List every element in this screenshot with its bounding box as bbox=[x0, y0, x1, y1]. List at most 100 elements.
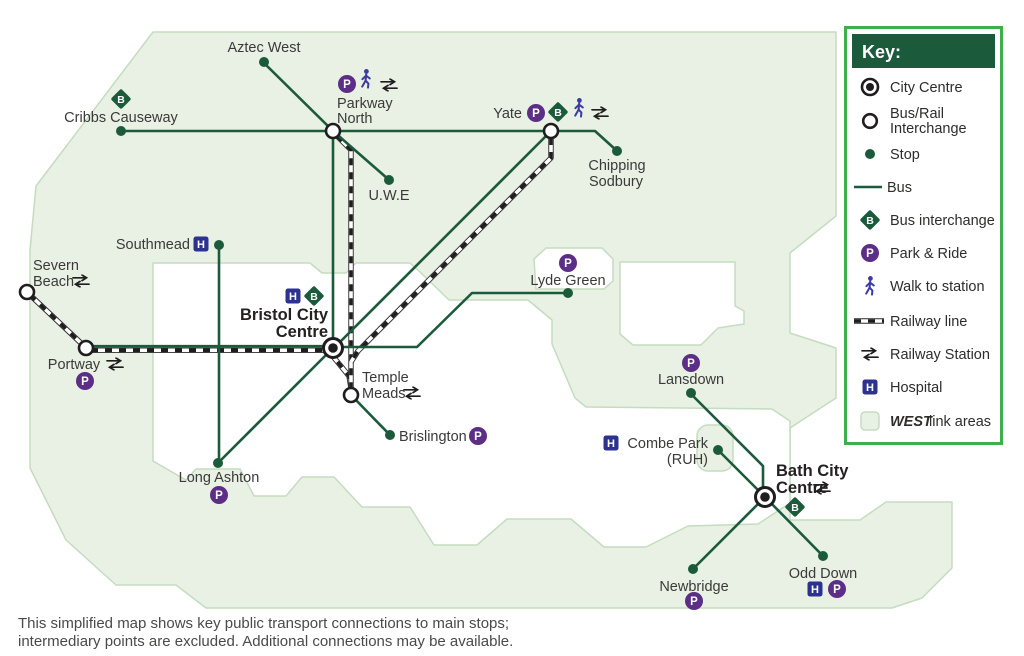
stop-dot-lansdown bbox=[686, 388, 696, 398]
stop-dot-chipping-sodbury bbox=[612, 146, 622, 156]
key-item-bus: Bus bbox=[854, 180, 912, 196]
key-label: Park & Ride bbox=[890, 246, 967, 262]
hospital-icon bbox=[193, 236, 209, 252]
city-centre-icon-bristol bbox=[322, 337, 344, 359]
label-long-ashton: Long Ashton bbox=[179, 470, 260, 486]
label-severn-beach-1: Severn bbox=[33, 258, 79, 274]
bus-line-bath-odddown bbox=[766, 498, 823, 556]
key-item-bus-rail-interchange: Bus/Rail Interchange bbox=[861, 106, 967, 137]
interchange-parkway-north bbox=[324, 122, 342, 140]
interchange-severn-beach bbox=[18, 283, 36, 301]
hospital-icon bbox=[285, 288, 301, 304]
park-and-ride-icon bbox=[682, 354, 700, 372]
stop-dot-newbridge bbox=[688, 564, 698, 574]
label-parkway-north-2: North bbox=[337, 111, 372, 127]
bus-line-temple-brislington bbox=[352, 396, 389, 434]
railway-yate-line bbox=[348, 138, 554, 364]
label-portway: Portway bbox=[48, 357, 101, 373]
label-bath-city-centre-2: Centre bbox=[776, 479, 828, 497]
park-and-ride-icon bbox=[210, 486, 228, 504]
key-item-railway-line: Railway line bbox=[854, 314, 967, 330]
stop-dot-lyde-green bbox=[563, 288, 573, 298]
key-label: Walk to station bbox=[890, 279, 985, 295]
label-bath-city-centre-1: Bath City bbox=[776, 462, 849, 480]
key-label-westlink-rest: link areas bbox=[929, 414, 991, 430]
park-and-ride-icon bbox=[469, 427, 487, 445]
bus-line-yate-bristol bbox=[334, 132, 550, 348]
label-odd-down: Odd Down bbox=[789, 566, 858, 582]
park-and-ride-icon bbox=[828, 580, 846, 598]
label-severn-beach-2: Beach bbox=[33, 274, 74, 290]
label-bristol-city-centre-2: Centre bbox=[276, 323, 328, 341]
key-label: Bus bbox=[887, 180, 912, 196]
key-item-park-and-ride: Park & Ride bbox=[861, 244, 967, 262]
label-uwe: U.W.E bbox=[368, 188, 409, 204]
key-label: Railway line bbox=[890, 314, 967, 330]
stop-dot-brislington bbox=[385, 430, 395, 440]
key-panel: Key: City Centre Bus/Rail Interchange St… bbox=[844, 26, 1003, 445]
label-newbridge: Newbridge bbox=[659, 579, 728, 595]
key-item-railway-station: Railway Station bbox=[861, 347, 990, 363]
stop-dot-cribbs-causeway bbox=[116, 126, 126, 136]
key-item-hospital: Hospital bbox=[862, 379, 942, 396]
stop-labels: Aztec West Cribbs Causeway Parkway North… bbox=[33, 40, 857, 595]
bus-line-bath-newbridge bbox=[693, 498, 764, 569]
label-temple-meads-1: Temple bbox=[362, 370, 409, 386]
label-chipping-sodbury-1: Chipping bbox=[588, 158, 645, 174]
bus-line-yate-chipping bbox=[551, 129, 617, 151]
label-temple-meads-2: Meads bbox=[362, 386, 406, 402]
key-item-stop: Stop bbox=[865, 147, 920, 163]
railway-severn-beach-line bbox=[28, 293, 354, 389]
interchange-yate bbox=[542, 122, 560, 140]
hospital-icon bbox=[603, 435, 619, 451]
stop-dot-aztec-west bbox=[259, 57, 269, 67]
label-parkway-north-1: Parkway bbox=[337, 96, 393, 112]
stop-dot-southmead bbox=[214, 240, 224, 250]
hospital-icon bbox=[807, 581, 823, 597]
non-westlink-central-area bbox=[152, 262, 791, 548]
stop-dot-uwe bbox=[384, 175, 394, 185]
bus-line-bristol-lyde bbox=[333, 291, 566, 349]
bus-line-bristol-longashton bbox=[218, 347, 334, 463]
bus-line-parkway-uwe bbox=[332, 130, 389, 180]
key-label: Bus/Rail bbox=[890, 106, 944, 122]
key-label-westlink-bold: WEST bbox=[890, 414, 933, 430]
bus-line-aztec-parkway bbox=[263, 62, 334, 132]
bus-lines bbox=[90, 62, 823, 569]
caption-line-1: This simplified map shows key public tra… bbox=[18, 615, 509, 632]
non-westlink-east-area bbox=[619, 261, 745, 346]
label-chipping-sodbury-2: Sodbury bbox=[589, 174, 644, 190]
interchange-temple-meads bbox=[342, 386, 360, 404]
bus-line-combe-bath bbox=[718, 450, 763, 495]
key-label: Bus interchange bbox=[890, 213, 995, 229]
label-yate: Yate bbox=[493, 106, 522, 122]
key-item-westlink-areas: WEST link areas bbox=[860, 411, 991, 431]
key-item-walk-to-station: Walk to station bbox=[865, 276, 985, 296]
park-and-ride-icon bbox=[76, 372, 94, 390]
stop-dot-odd-down bbox=[818, 551, 828, 561]
key-label: Railway Station bbox=[890, 347, 990, 363]
key-title: Key: bbox=[862, 42, 901, 62]
key-item-bus-interchange: Bus interchange bbox=[859, 209, 995, 231]
map-caption: This simplified map shows key public tra… bbox=[18, 615, 513, 650]
label-cribbs-causeway: Cribbs Causeway bbox=[64, 110, 178, 126]
label-southmead: Southmead bbox=[116, 237, 190, 253]
stop-dot-combe-park bbox=[713, 445, 723, 455]
caption-line-2: intermediary points are excluded. Additi… bbox=[18, 633, 513, 650]
map-markers bbox=[18, 57, 828, 574]
label-brislington: Brislington bbox=[399, 429, 467, 445]
key-label: Hospital bbox=[890, 380, 942, 396]
railway-parkway-line bbox=[335, 134, 354, 388]
key-label: City Centre bbox=[890, 80, 963, 96]
label-aztec-west: Aztec West bbox=[227, 40, 300, 56]
key-label: Stop bbox=[890, 147, 920, 163]
label-lyde-green: Lyde Green bbox=[530, 273, 605, 289]
key-header bbox=[852, 34, 995, 68]
label-lansdown: Lansdown bbox=[658, 372, 724, 388]
label-bristol-city-centre-1: Bristol City bbox=[240, 306, 329, 324]
stop-dot-long-ashton bbox=[213, 458, 223, 468]
label-combe-park-2: (RUH) bbox=[667, 452, 708, 468]
park-and-ride-icon bbox=[527, 104, 545, 122]
